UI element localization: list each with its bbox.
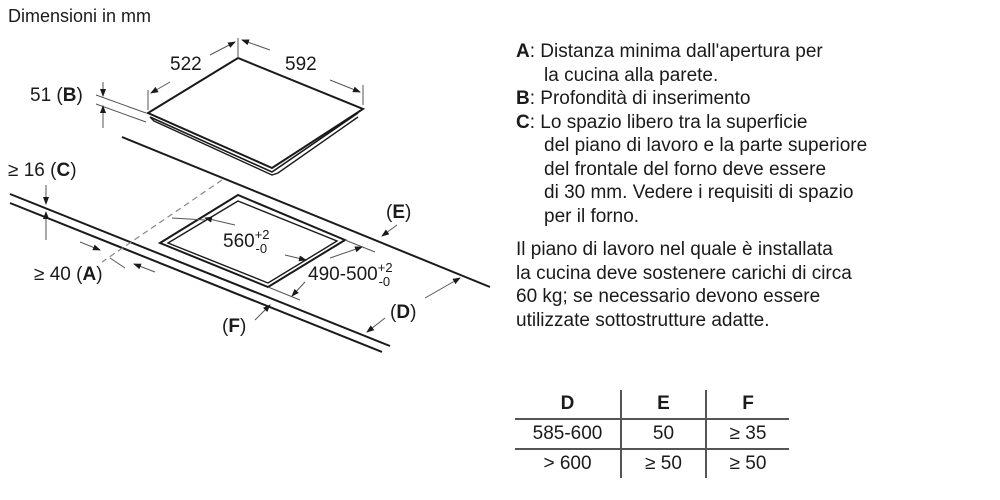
hob-edge [149,112,359,173]
load-note: Il piano di lavoro nel quale è installat… [516,239,833,260]
c-dimension-label: ≥ 16 (C) [8,160,77,181]
cell: > 600 [543,453,592,474]
note-c-cont: per il forno. [544,205,640,227]
installation-drawing: 522 592 51 (B) ≥ 16 (C) ≥ 40 (A) 560+2-0… [8,38,491,353]
header-e: E [620,390,706,420]
hob-depth-label: 522 [170,54,202,75]
cell: ≥ 50 [705,449,789,478]
clearance-table: D E F 585-600 50 ≥ 35 > 600 ≥ 50 ≥ 50 [515,390,789,478]
counter-back-edge [121,136,491,288]
a-dimension-label: ≥ 40 (A) [34,264,103,285]
load-note: utilizzate sottostrutture adatte. [516,309,770,331]
note-c-cont: del piano di lavoro e la parte superiore [544,135,868,156]
counter-front-edge [9,193,391,347]
legend-notes: A: Distanza minima dall'apertura per la … [516,40,867,332]
table-row: 585-600 50 ≥ 35 [515,419,789,450]
wall-guide-dashed [101,179,223,263]
b-dimension-label: 51 (B) [30,85,83,106]
hob-width-label: 592 [285,54,317,75]
cell: ≥ 50 [620,449,706,478]
cutout-width-label: 560+2-0 [223,227,270,256]
cutout-depth-label: 490-500+2-0 [308,260,393,289]
note-c: C: Lo spazio libero tra la superficie [516,111,808,133]
hob-top [145,56,366,170]
load-note: la cucina deve sostenere carichi di circ… [516,262,852,284]
f-label: (F) [222,316,246,337]
table-row: > 600 ≥ 50 ≥ 50 [515,449,789,478]
note-a-cont: la cucina alla parete. [544,64,719,86]
note-a: A: Distanza minima dall'apertura per [516,41,823,62]
e-label: (E) [386,202,411,223]
note-c-cont: di 30 mm. Vedere i requisiti di spazio [544,182,854,203]
d-label: (D) [390,302,416,323]
note-b: B: Profondità di inserimento [516,88,751,109]
header-d: D [515,390,621,420]
cell: ≥ 35 [705,419,789,450]
note-c-cont: del frontale del forno deve essere [544,158,827,180]
cell: 50 [620,419,706,450]
load-note: 60 kg; se necessario devono essere [516,286,821,307]
cell: 585-600 [515,419,621,450]
diagram-title: Dimensioni in mm [8,6,152,26]
table-header: D E F [515,390,789,420]
header-f: F [705,390,789,420]
